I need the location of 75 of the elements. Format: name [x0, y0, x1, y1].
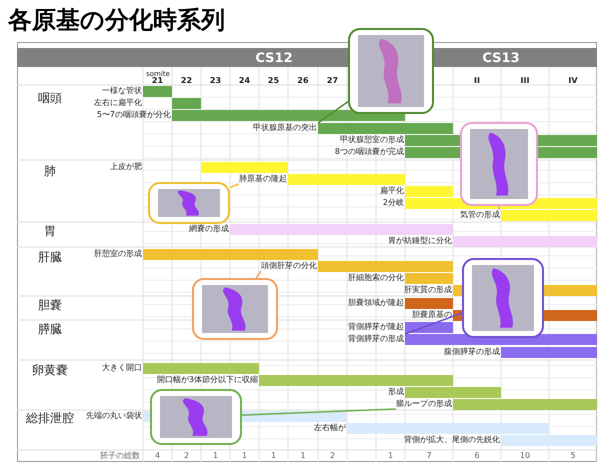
event-label: 腹側膵芽の形成: [444, 347, 501, 357]
column-number: 26: [297, 76, 309, 86]
event-label: 網嚢の形成: [189, 224, 230, 234]
event-label: 左右幅が: [314, 423, 347, 433]
count-number: 1: [242, 451, 248, 461]
organ-name: 肝臓: [38, 250, 62, 264]
count-number: 5: [570, 451, 576, 461]
leader-line: [230, 183, 240, 188]
event-label: 肝憩室の形成: [94, 249, 143, 259]
event-label: 一様な管状: [102, 86, 143, 96]
count-number: 10: [520, 451, 530, 461]
event-label: 上皮が肥: [110, 162, 143, 172]
event-label: 扁平化: [380, 186, 405, 196]
event-label: 背側膵芽が隆起: [348, 322, 405, 332]
event-label: 甲状腺憩室の形成: [340, 135, 405, 145]
count-number: 4: [154, 451, 160, 461]
count-number: 1: [300, 451, 306, 461]
event-label: 胆嚢領域が隆起: [348, 298, 405, 308]
leader-line: [318, 101, 348, 124]
organ-name: 胆嚢: [38, 298, 62, 312]
event-label: 甲状腺原基の突出: [253, 123, 318, 133]
leader-line: [242, 408, 396, 416]
callout-bubble: [460, 122, 538, 206]
count-number: 2: [184, 451, 190, 461]
callout-bubble: [348, 28, 434, 114]
event-label: 2分岐: [382, 198, 405, 208]
column-number: 27: [326, 76, 338, 86]
event-label: 5〜7の咽頭嚢が分化: [96, 110, 172, 120]
count-number: 6: [474, 451, 480, 461]
event-label: 胆嚢原基の: [412, 310, 453, 320]
count-number: 1: [212, 451, 218, 461]
count-number: 7: [426, 451, 432, 461]
column-number: 25: [268, 76, 280, 86]
callout-bubble: [148, 182, 230, 224]
callout-bubble: [192, 278, 278, 340]
title: 各原基の分化時系列: [8, 5, 225, 36]
event-label: 背側膵芽の形成: [348, 334, 405, 344]
stage-header: CS12: [255, 52, 293, 65]
event-label: 肝細胞索の分化: [348, 273, 405, 283]
column-number: III: [520, 76, 530, 86]
event-label: 背側が拡大、尾側の先鋭化: [404, 435, 501, 445]
event-label: 胃が紡錘型に分化: [388, 236, 453, 246]
event-label: 気管の形成: [460, 210, 501, 220]
event-label: 開口幅が3体節分以下に収縮: [156, 375, 259, 385]
event-label: 形成: [388, 387, 405, 397]
leader-line: [498, 206, 500, 210]
event-label: 肺原基の隆起: [239, 174, 288, 184]
column-number: 24: [238, 76, 250, 86]
column-number: 22: [180, 76, 192, 86]
row-label: 胚子の総数: [100, 451, 141, 461]
count-number: 2: [330, 451, 336, 461]
event-label: 頭側肝芽の分化: [261, 261, 318, 271]
callout-bubble: [462, 258, 544, 338]
column-number: II: [474, 76, 480, 86]
column-number: 21: [152, 76, 164, 86]
count-number: 1: [388, 451, 394, 461]
column-number: IV: [568, 76, 578, 86]
event-label: 左右に扁平化: [94, 98, 143, 108]
organ-name: 胃: [44, 224, 56, 238]
callout-bubble: [150, 389, 242, 445]
event-label: 8つの咽頭嚢が完成: [334, 147, 405, 157]
count-number: 1: [270, 451, 276, 461]
leader-line: [256, 270, 262, 278]
organ-name: 咽頭: [38, 91, 62, 105]
column-number: 23: [210, 76, 222, 86]
event-label: 肝実質の形成: [404, 285, 453, 295]
event-label: 腸ループの形成: [396, 399, 453, 409]
leader-line: [404, 312, 462, 335]
organ-name: 膵臓: [38, 322, 62, 336]
event-label: 大きく開口: [102, 363, 143, 373]
stage-header: CS13: [482, 52, 520, 65]
organ-name: 総排泄腔: [26, 411, 74, 425]
event-label: 先端の丸い袋状: [86, 411, 143, 421]
organ-name: 肺: [44, 164, 56, 178]
organ-name: 卵黄嚢: [32, 363, 68, 377]
